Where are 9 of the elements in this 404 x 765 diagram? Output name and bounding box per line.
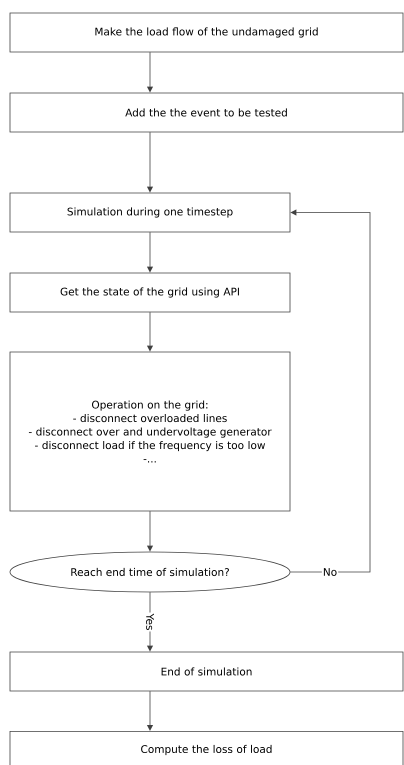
- process-box: End of simulation: [10, 652, 404, 692]
- process-box: Compute the loss of load: [10, 731, 404, 765]
- edge-label: Yes: [145, 612, 155, 632]
- process-box: Make the load flow of the undamaged grid: [10, 12, 404, 52]
- process-box: Add the the event to be tested: [10, 92, 404, 132]
- edge-label: No: [322, 567, 338, 577]
- process-box: Get the state of the grid using API: [10, 272, 290, 312]
- process-box: Simulation during one timestep: [10, 192, 290, 232]
- process-box: Operation on the grid: - disconnect overloaded lines - disconnect over and undervoltage generator - disconnect load if the frequency is too low -...: [10, 352, 290, 512]
